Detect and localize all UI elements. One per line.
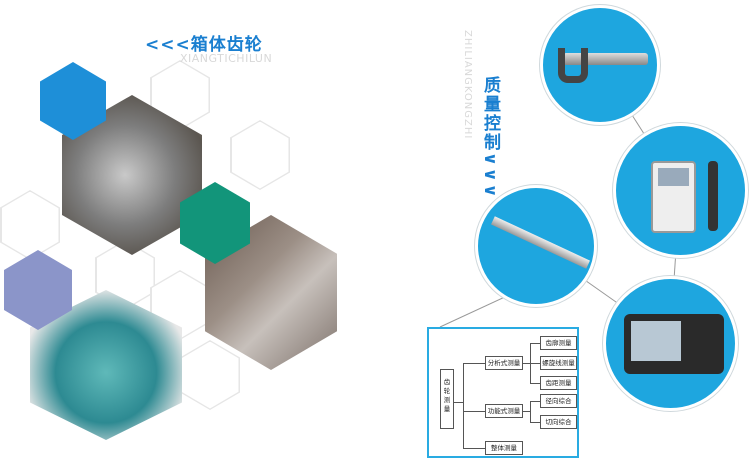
flaw-detector-icon (624, 314, 724, 374)
micrometer-circle (540, 5, 660, 125)
diagram-root: 齿轮测量 (440, 369, 454, 429)
detector-screen (631, 321, 681, 361)
branch-analytic: 分析式测量 (485, 356, 523, 370)
diagram-line (530, 422, 540, 423)
diagram-line (530, 383, 540, 384)
caliper-circle (475, 185, 597, 307)
lavender-hex (4, 250, 72, 330)
hardness-tester-circle (613, 123, 748, 258)
green-hex (180, 182, 250, 264)
branch-overall: 整体测量 (485, 441, 523, 455)
hardness-tester-icon (651, 161, 696, 233)
section-title-quality: 质量控制∨∨∨ (478, 76, 503, 199)
diagram-line (463, 448, 485, 449)
diagram-line (454, 402, 463, 403)
micrometer-frame-icon (558, 48, 588, 83)
diagram-line (523, 411, 530, 412)
section-subtitle-gearbox: XIANGTICHILUN (180, 52, 273, 65)
diagram-line (463, 411, 485, 412)
caliper-icon (491, 216, 590, 269)
diagram-line (463, 363, 485, 364)
diagram-line (463, 363, 464, 448)
leaf-tangential: 切向综合 (540, 415, 577, 429)
quality-arrows: ∨∨∨ (480, 152, 500, 200)
section-title-gearbox: <<<箱体齿轮 (145, 35, 263, 55)
quality-title-text: 质量控制 (480, 76, 500, 152)
section-subtitle-quality: ZHILIANGKONGZHI (462, 30, 473, 140)
diagram-line (530, 363, 540, 364)
blue-hex (40, 62, 106, 140)
ultrasonic-circle (603, 276, 738, 411)
leaf-pitch: 齿距测量 (540, 376, 577, 390)
gear-measurement-diagram: 齿轮测量 分析式测量 功能式测量 整体测量 齿廓测量 螺旋线测量 齿距测量 径向… (427, 327, 579, 458)
tester-screen (658, 168, 689, 186)
decor-hex (230, 120, 290, 190)
diagram-line (523, 363, 530, 364)
probe-icon (708, 161, 718, 231)
leaf-radial: 径向综合 (540, 394, 577, 408)
diagram-line (530, 401, 531, 422)
decor-hex (0, 190, 60, 260)
leaf-helix: 螺旋线测量 (540, 356, 577, 370)
branch-functional: 功能式测量 (485, 404, 523, 418)
diagram-line (530, 401, 540, 402)
leaf-profile: 齿廓测量 (540, 336, 577, 350)
diagram-line (530, 343, 540, 344)
